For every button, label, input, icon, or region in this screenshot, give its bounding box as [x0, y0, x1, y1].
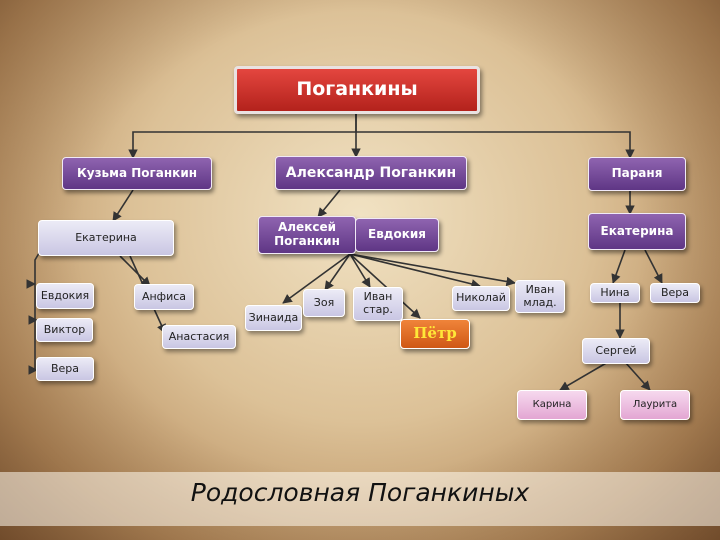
- node-vera-right: Вера: [650, 283, 700, 303]
- node-karina: Карина: [517, 390, 587, 420]
- node-sergey: Сергей: [582, 338, 650, 364]
- connector-ekaterina-vera: [644, 249, 663, 284]
- node-ekaterina-left-label: Екатерина: [75, 230, 137, 244]
- node-anfisa: Анфиса: [134, 284, 194, 310]
- node-aleksey: Алексей Поганкин: [258, 216, 356, 254]
- connector-aleksey-zoya: [324, 253, 351, 291]
- node-kuzma: Кузьма Поганкин: [62, 157, 212, 190]
- node-nina: Нина: [590, 283, 640, 303]
- node-zoya-label: Зоя: [313, 295, 335, 309]
- node-zinaida-label: Зинаида: [248, 310, 299, 324]
- node-viktor: Виктор: [36, 318, 93, 342]
- node-nikolay: Николай: [452, 286, 510, 311]
- connector-aleksey-ivan-star: [349, 253, 371, 288]
- connector-title-paranya: [356, 131, 635, 159]
- node-viktor-label: Виктор: [43, 322, 86, 336]
- connector-alexandr-aleksey: [317, 189, 341, 218]
- node-laurita-label: Лаурита: [632, 399, 678, 411]
- connector-aleksey-petr: [349, 253, 421, 319]
- node-nikolay-label: Николай: [456, 291, 506, 305]
- node-aleksey-label: Алексей Поганкин: [274, 220, 340, 248]
- node-laurita: Лаурита: [620, 390, 690, 420]
- node-ivan-mlad-label: Иван млад.: [523, 282, 557, 309]
- node-anastasiya: Анастасия: [162, 325, 236, 349]
- node-sergey-label: Сергей: [595, 343, 637, 357]
- connector-aleksey-ivan-mlad: [349, 253, 516, 287]
- node-vera-left-label: Вера: [50, 361, 80, 375]
- node-kuzma-label: Кузьма Поганкин: [76, 165, 198, 180]
- node-zoya: Зоя: [303, 289, 345, 317]
- node-ekaterina-right-label: Екатерина: [600, 223, 674, 238]
- node-ivan-star: Иван стар.: [353, 287, 403, 321]
- family-title-box: Поганкины: [234, 66, 480, 114]
- node-evdokiya: Евдокия: [36, 283, 94, 309]
- caption-bar: [0, 472, 720, 526]
- node-vera-right-label: Вера: [660, 285, 690, 299]
- caption: Родословная Поганкиных: [190, 478, 530, 507]
- connector-ekaterina-nina: [611, 249, 626, 284]
- node-vera-left: Вера: [36, 357, 94, 381]
- node-zinaida: Зинаида: [245, 305, 302, 331]
- node-petr-label: Пётр: [413, 324, 457, 343]
- node-anfisa-label: Анфиса: [141, 289, 187, 303]
- node-alexandr: Александр Поганкин: [275, 156, 467, 190]
- connector-aleksey-zinaida: [282, 253, 351, 304]
- connector-sergey-karina: [559, 361, 609, 391]
- connector-aleksey-nikolay: [349, 253, 481, 289]
- node-ivan-mlad: Иван млад.: [515, 280, 565, 313]
- node-evdokiya-label: Евдокия: [40, 288, 90, 302]
- node-paranya: Параня: [588, 157, 686, 191]
- node-petr: Пётр: [400, 319, 470, 349]
- family-title: Поганкины: [296, 78, 418, 101]
- node-evdokiya-spouse: Евдокия: [355, 218, 439, 252]
- node-ekaterina-left: Екатерина: [38, 220, 174, 256]
- connector-title-kuzma: [128, 112, 357, 159]
- connector-ekaterina-anfisa: [119, 255, 151, 287]
- node-karina-label: Карина: [532, 399, 572, 411]
- node-paranya-label: Параня: [611, 166, 663, 181]
- node-alexandr-label: Александр Поганкин: [285, 164, 457, 181]
- connector-kuzma-ekaterina: [112, 189, 134, 222]
- node-ivan-star-label: Иван стар.: [363, 290, 393, 316]
- connector-sergey-laurita: [624, 361, 651, 391]
- node-evdokiya-spouse-label: Евдокия: [368, 227, 426, 242]
- node-nina-label: Нина: [600, 285, 630, 299]
- node-ekaterina-right: Екатерина: [588, 213, 686, 250]
- node-anastasiya-label: Анастасия: [168, 329, 230, 343]
